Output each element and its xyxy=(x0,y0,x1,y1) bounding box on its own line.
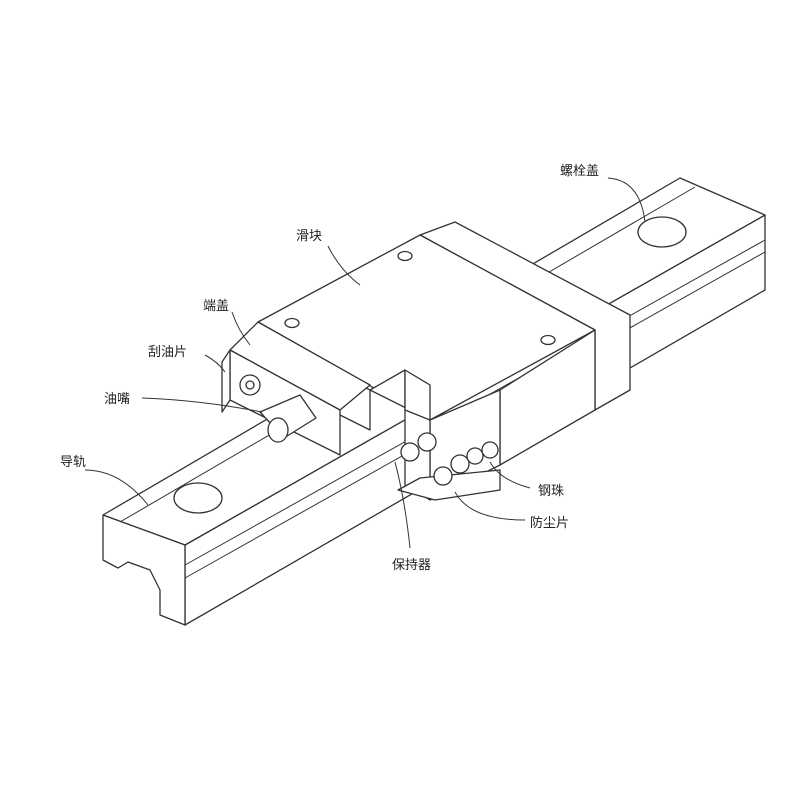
steel-balls xyxy=(400,432,499,486)
label-dust-seal: 防尘片 xyxy=(530,516,570,531)
leader-lines xyxy=(84,177,646,549)
bolt-hole xyxy=(397,250,413,262)
slider-block xyxy=(221,221,631,501)
label-slider: 滑块 xyxy=(296,229,323,244)
label-wiper: 刮油片 xyxy=(148,345,188,360)
bolt-hole xyxy=(540,334,556,346)
label-rail: 导轨 xyxy=(60,455,87,470)
slider-top xyxy=(257,234,596,421)
grease-nipple xyxy=(259,394,317,443)
rail-end-face xyxy=(102,514,186,626)
bolt-cap-rear xyxy=(637,216,687,248)
label-grease-nipple: 油嘴 xyxy=(104,392,131,407)
bolt-cap-front xyxy=(173,482,223,514)
bolt-hole xyxy=(284,317,300,329)
label-steel-ball: 钢珠 xyxy=(538,484,565,499)
label-retainer: 保持器 xyxy=(392,558,432,573)
label-bolt-cap: 螺栓盖 xyxy=(560,164,600,179)
label-end-cap: 端盖 xyxy=(203,299,230,314)
dust-seal xyxy=(397,469,501,501)
wiper-plate xyxy=(221,349,231,413)
